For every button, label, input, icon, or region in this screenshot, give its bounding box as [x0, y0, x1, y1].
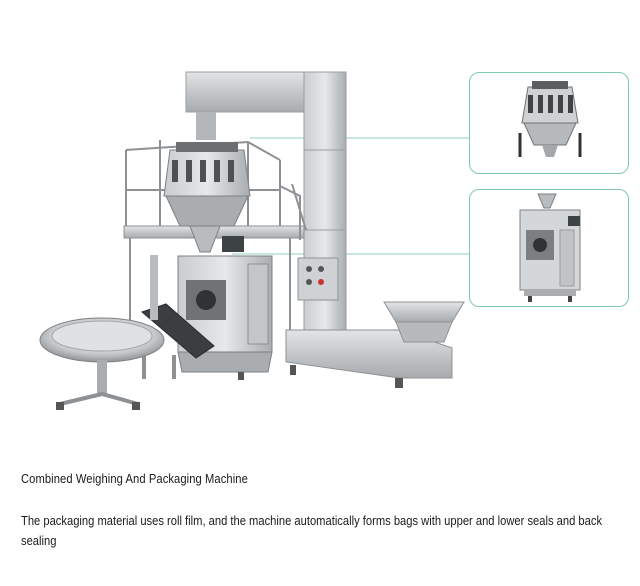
elevator-gantry: [185, 71, 465, 388]
machine-drawing: [39, 71, 469, 410]
rotary-table: [39, 317, 165, 410]
weigher-detail-image: [518, 81, 582, 157]
product-title: Combined Weighing And Packaging Machine: [21, 471, 248, 486]
packager-detail-image: [519, 193, 581, 302]
detail-callout-weigher: [469, 72, 629, 174]
product-illustration: [39, 71, 469, 410]
output-conveyor: [141, 255, 215, 379]
detail-callout-packager: [469, 189, 629, 307]
multihead-weigher: [163, 142, 251, 253]
product-description: The packaging material uses roll film, a…: [21, 513, 603, 548]
packaging-machine: [177, 236, 273, 380]
platform: [123, 140, 307, 330]
